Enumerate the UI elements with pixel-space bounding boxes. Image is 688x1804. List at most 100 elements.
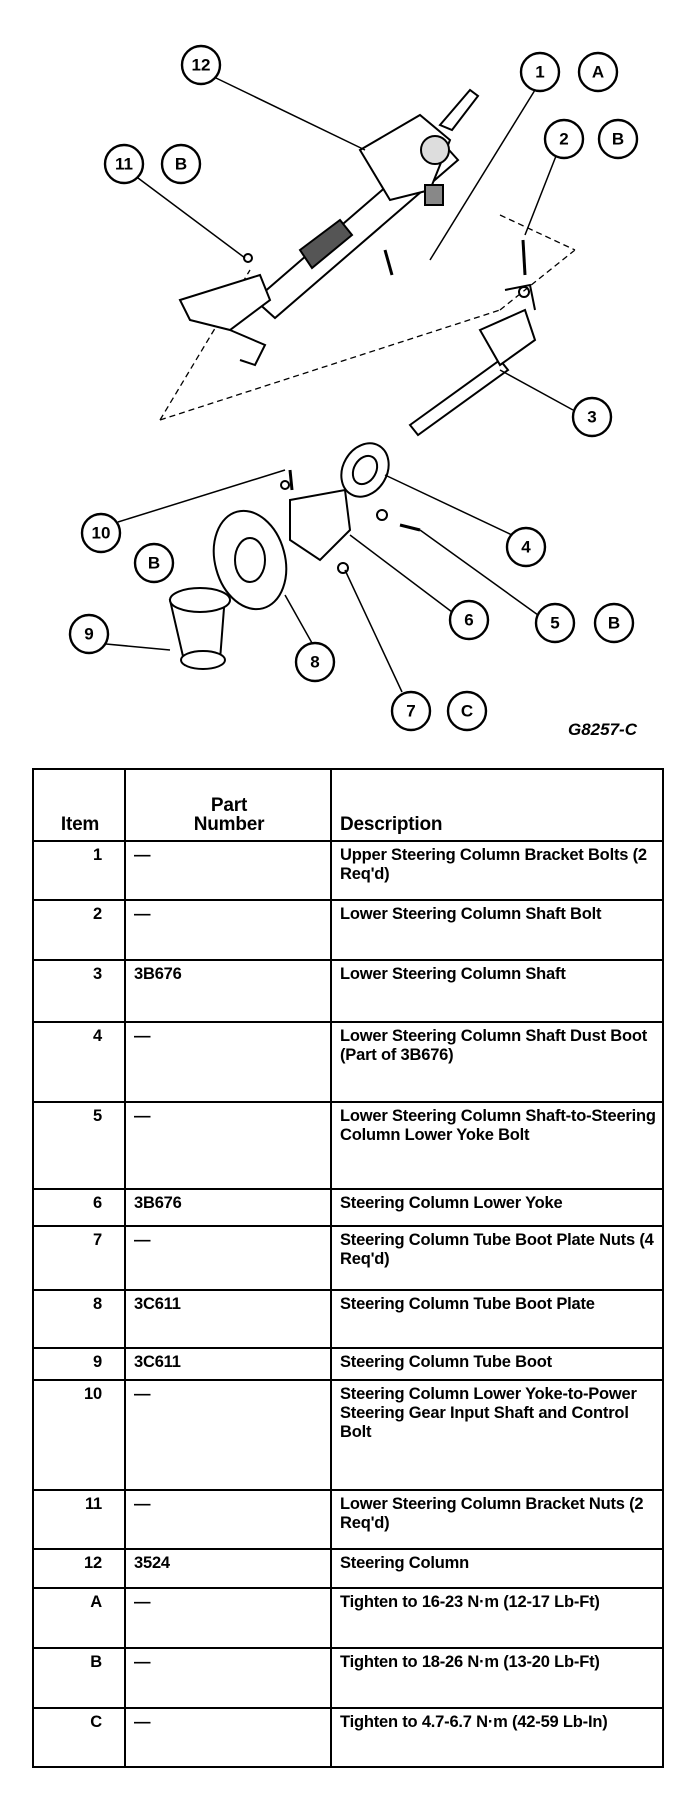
description-cell: Steering Column — [330, 1548, 664, 1589]
item-cell: 1 — [32, 840, 126, 901]
callout-12: 12 — [180, 44, 222, 86]
item-cell: 2 — [32, 899, 126, 961]
part-number-cell: 3B676 — [124, 1188, 332, 1227]
item-cell: 8 — [32, 1289, 126, 1349]
item-cell: 10 — [32, 1379, 126, 1491]
callout-5: 5 — [534, 602, 576, 644]
svg-text:3: 3 — [587, 408, 596, 427]
table-row: 11—Lower Steering Column Bracket Nuts (2… — [32, 1489, 664, 1550]
table-row: B—Tighten to 18-26 N·m (13-20 Lb-Ft) — [32, 1647, 664, 1709]
table-row: A—Tighten to 16-23 N·m (12-17 Lb-Ft) — [32, 1587, 664, 1649]
table-row: 7—Steering Column Tube Boot Plate Nuts (… — [32, 1225, 664, 1291]
callout-4: 4 — [505, 526, 547, 568]
item-cell: 11 — [32, 1489, 126, 1550]
part-number-cell: — — [124, 1489, 332, 1550]
part-number-cell: 3B676 — [124, 959, 332, 1023]
header-item: Item — [32, 768, 126, 842]
svg-text:7: 7 — [406, 702, 415, 721]
part-number-cell: — — [124, 1587, 332, 1649]
description-cell: Steering Column Tube Boot Plate Nuts (4 … — [330, 1225, 664, 1291]
figure-id: G8257-C — [568, 720, 637, 739]
svg-text:9: 9 — [84, 625, 93, 644]
item-cell: 12 — [32, 1548, 126, 1589]
callout-1: 1 — [519, 51, 561, 93]
item-cell: C — [32, 1707, 126, 1768]
item-cell: 6 — [32, 1188, 126, 1227]
svg-text:8: 8 — [310, 653, 319, 672]
svg-text:B: B — [175, 155, 187, 174]
part-number-cell: — — [124, 1647, 332, 1709]
item-cell: B — [32, 1647, 126, 1709]
svg-text:B: B — [612, 130, 624, 149]
description-cell: Lower Steering Column Shaft Bolt — [330, 899, 664, 961]
callout-6: 6 — [448, 599, 490, 641]
svg-text:11: 11 — [115, 155, 133, 174]
svg-text:2: 2 — [559, 130, 568, 149]
description-cell: Lower Steering Column Shaft Dust Boot (P… — [330, 1021, 664, 1103]
part-number-cell: 3524 — [124, 1548, 332, 1589]
description-cell: Steering Column Tube Boot — [330, 1347, 664, 1381]
part-number-cell: — — [124, 1101, 332, 1190]
table-row: 4—Lower Steering Column Shaft Dust Boot … — [32, 1021, 664, 1103]
part-number-cell: — — [124, 840, 332, 901]
svg-text:4: 4 — [521, 538, 531, 557]
description-cell: Upper Steering Column Bracket Bolts (2 R… — [330, 840, 664, 901]
item-cell: 9 — [32, 1347, 126, 1381]
table-row: 1—Upper Steering Column Bracket Bolts (2… — [32, 840, 664, 901]
svg-text:5: 5 — [550, 614, 559, 633]
table-row: C—Tighten to 4.7-6.7 N·m (42-59 Lb-In) — [32, 1707, 664, 1768]
callout-A: A — [577, 51, 619, 93]
callout-3: 3 — [571, 396, 613, 438]
callout-9: 9 — [68, 613, 110, 655]
description-cell: Tighten to 16-23 N·m (12-17 Lb-Ft) — [330, 1587, 664, 1649]
svg-text:6: 6 — [464, 611, 473, 630]
description-cell: Lower Steering Column Shaft — [330, 959, 664, 1023]
part-number-cell: — — [124, 1225, 332, 1291]
item-cell: 7 — [32, 1225, 126, 1291]
callout-8: 8 — [294, 641, 336, 683]
callout-2: 2 — [543, 118, 585, 160]
svg-text:B: B — [608, 614, 620, 633]
item-cell: 4 — [32, 1021, 126, 1103]
callout-10: 10 — [80, 512, 122, 554]
svg-text:1: 1 — [535, 63, 544, 82]
description-cell: Tighten to 4.7-6.7 N·m (42-59 Lb-In) — [330, 1707, 664, 1768]
part-number-cell: — — [124, 1379, 332, 1491]
svg-text:10: 10 — [92, 524, 111, 543]
callout-C: C — [446, 690, 488, 732]
description-cell: Lower Steering Column Shaft-to-Steering … — [330, 1101, 664, 1190]
description-cell: Steering Column Lower Yoke-to-Power Stee… — [330, 1379, 664, 1491]
item-cell: 5 — [32, 1101, 126, 1190]
steering-column-exploded-diagram: 12 1 A 2 B 11 B 3 4 10 B 6 5 B 9 8 7 C — [68, 44, 639, 732]
table-row: 10—Steering Column Lower Yoke-to-Power S… — [32, 1379, 664, 1491]
table-row: 5—Lower Steering Column Shaft-to-Steerin… — [32, 1101, 664, 1190]
part-number-cell: 3C611 — [124, 1289, 332, 1349]
part-number-cell: 3C611 — [124, 1347, 332, 1381]
svg-text:C: C — [461, 702, 473, 721]
table-row: 2—Lower Steering Column Shaft Bolt — [32, 899, 664, 961]
callout-B: B — [160, 143, 202, 185]
callout-B: B — [597, 118, 639, 160]
description-cell: Steering Column Tube Boot Plate — [330, 1289, 664, 1349]
part-number-cell: — — [124, 1707, 332, 1768]
part-number-cell: — — [124, 1021, 332, 1103]
description-cell: Steering Column Lower Yoke — [330, 1188, 664, 1227]
svg-text:A: A — [592, 63, 604, 82]
header-description: Description — [330, 768, 664, 842]
description-cell: Lower Steering Column Bracket Nuts (2 Re… — [330, 1489, 664, 1550]
part-number-cell: — — [124, 899, 332, 961]
item-cell: 3 — [32, 959, 126, 1023]
callout-B: B — [593, 602, 635, 644]
callout-11: 11 — [103, 143, 145, 185]
callout-B: B — [133, 542, 175, 584]
callout-7: 7 — [390, 690, 432, 732]
description-cell: Tighten to 18-26 N·m (13-20 Lb-Ft) — [330, 1647, 664, 1709]
svg-text:12: 12 — [192, 56, 211, 75]
